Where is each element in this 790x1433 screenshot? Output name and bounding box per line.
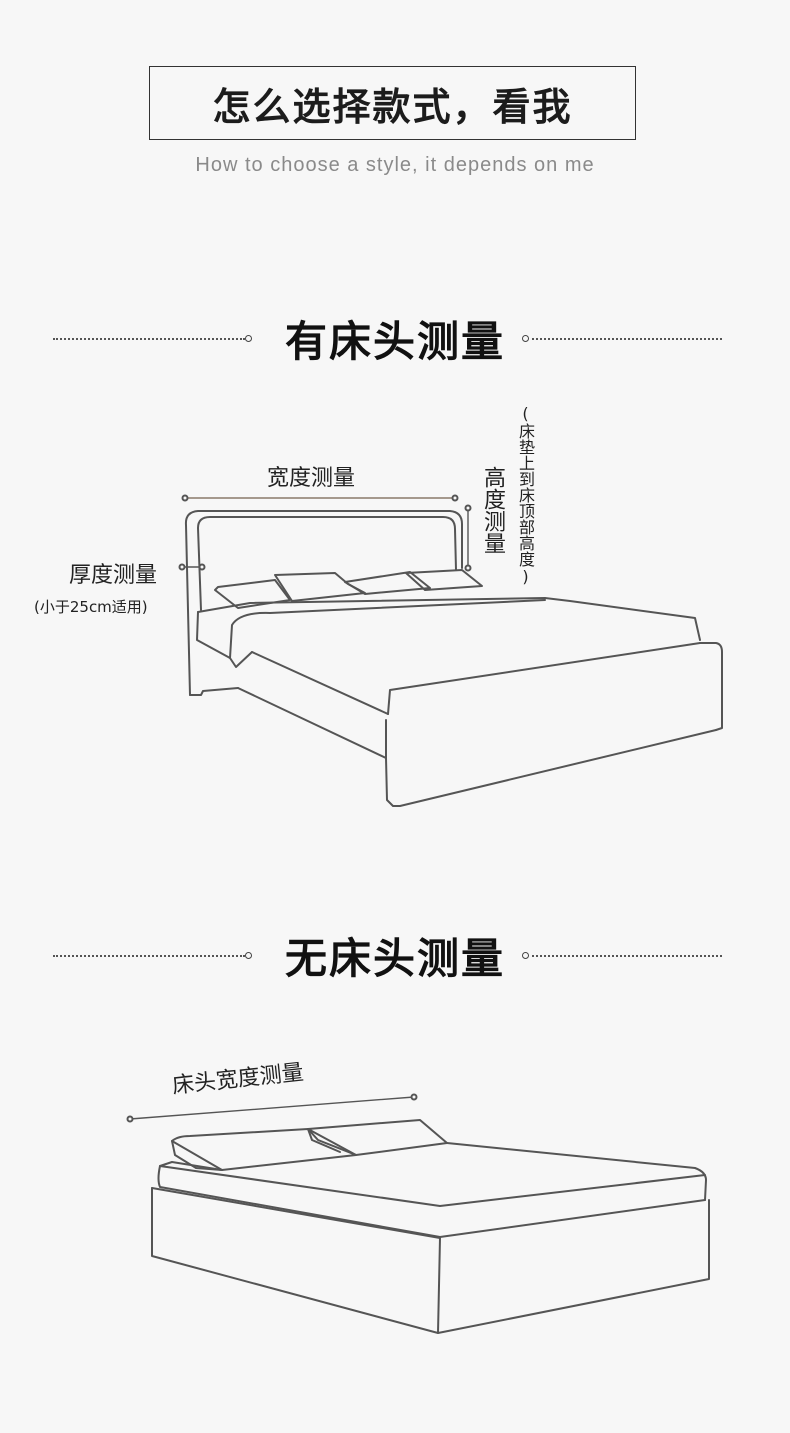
page-subtitle: How to choose a style, it depends on me (195, 154, 595, 176)
divider-end-circle (522, 335, 529, 342)
bed-with-headboard-illustration (178, 494, 723, 807)
divider-end-circle (245, 952, 252, 959)
top-height-note: (床垫上到床顶部高度) (516, 404, 535, 586)
divider-end-circle (245, 335, 252, 342)
divider-end-circle (522, 952, 529, 959)
width-measure-label: 宽度测量 (267, 466, 356, 491)
height-measure-label: 高度测量 (480, 466, 505, 554)
section-heading-headboard: 有床头测量 (284, 317, 505, 366)
thickness-measure-label: 厚度测量 (69, 563, 158, 588)
heading-divider-right (532, 955, 722, 957)
heading-divider-right (532, 338, 722, 340)
heading-divider-left (53, 338, 245, 340)
page-title: 怎么选择款式，看我 (212, 84, 573, 129)
section-heading-no-headboard: 无床头测量 (284, 934, 505, 983)
title-box: 怎么选择款式，看我 (149, 66, 636, 140)
heading-divider-left (53, 955, 245, 957)
thickness-note: (小于25cm适用) (34, 598, 148, 616)
